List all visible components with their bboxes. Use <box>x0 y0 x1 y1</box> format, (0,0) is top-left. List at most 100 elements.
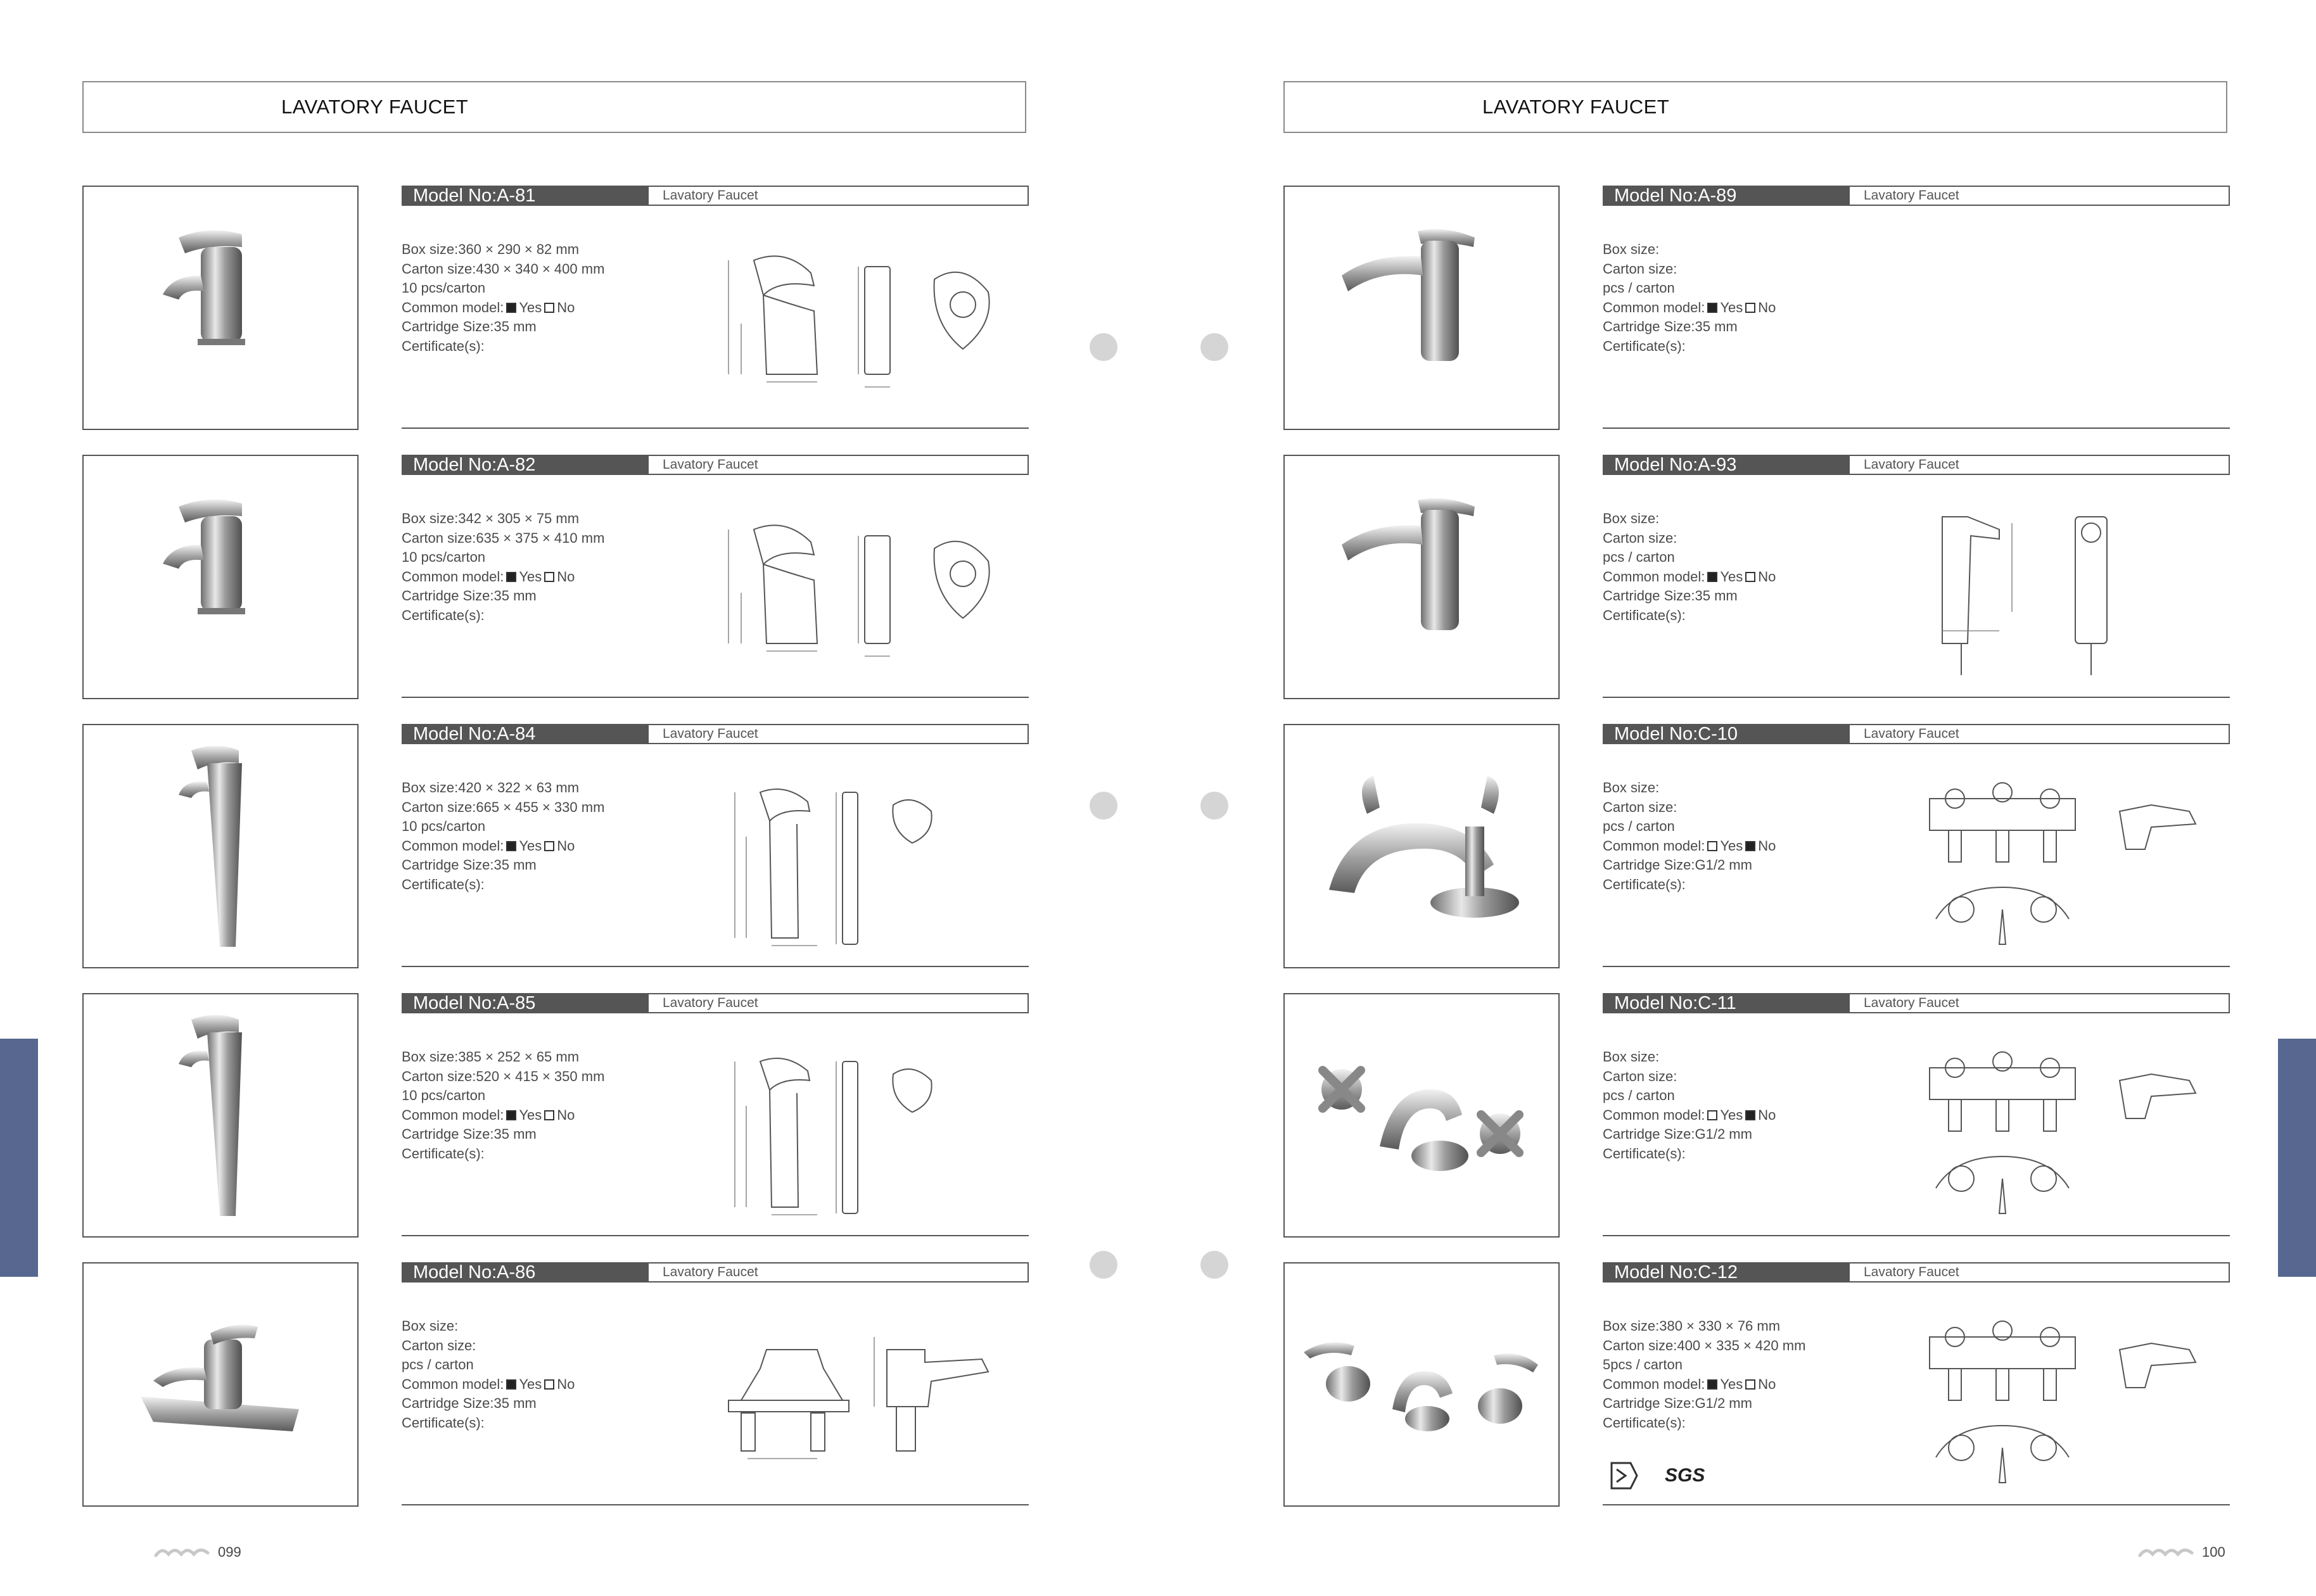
carton-size: Carton size:665 × 455 × 330 mm <box>402 799 605 815</box>
right-section-tab <box>2278 1039 2316 1277</box>
cartridge-size: Cartridge Size:G1/2 mm <box>1603 1395 1752 1411</box>
carton-size: Carton size: <box>1603 1068 1677 1084</box>
box-size: Box size:360 × 290 × 82 mm <box>402 241 580 257</box>
product-photo <box>82 724 359 968</box>
cartridge-size: Cartridge Size:35 mm <box>1603 588 1738 604</box>
product-photo <box>1283 455 1560 699</box>
left-page-title: LAVATORY FAUCET <box>281 96 469 118</box>
common-no-label: No <box>1758 568 1776 585</box>
common-model-label: Common model: <box>402 299 504 315</box>
model-number: Model No:C-11 <box>1604 994 1850 1013</box>
row-divider <box>402 1235 1029 1236</box>
carton-size: Carton size: <box>1603 260 1677 277</box>
checkbox-no-icon <box>1745 1379 1756 1390</box>
checkbox-yes-icon <box>1707 840 1718 851</box>
carton-size: Carton size:430 × 340 × 400 mm <box>402 260 605 277</box>
model-category: Lavatory Faucet <box>663 726 758 741</box>
row-divider <box>402 428 1029 429</box>
box-size: Box size:420 × 322 × 63 mm <box>402 780 580 795</box>
checkbox-no-icon <box>1745 840 1756 851</box>
pcs-per-carton: pcs / carton <box>1603 280 1675 296</box>
carton-size: Carton size:635 × 375 × 410 mm <box>402 529 605 546</box>
binding-hole <box>1090 333 1117 361</box>
pcs-per-carton: pcs / carton <box>1603 1087 1675 1103</box>
common-model-label: Common model: <box>1603 1106 1705 1123</box>
common-model-label: Common model: <box>1603 837 1705 854</box>
product-photo <box>82 993 359 1238</box>
common-model-label: Common model: <box>1603 1376 1705 1392</box>
binding-hole <box>1090 792 1117 820</box>
certificates: Certificate(s): <box>1603 876 1686 892</box>
product-photo <box>82 1262 359 1507</box>
checkbox-yes-icon <box>506 1379 517 1390</box>
row-divider <box>1603 1235 2230 1236</box>
checkbox-yes-icon <box>1707 1110 1718 1120</box>
product-specs: Box size:360 × 290 × 82 mm Carton size:43… <box>402 240 661 356</box>
certificates: Certificate(s): <box>402 607 485 623</box>
checkbox-no-icon <box>544 840 555 851</box>
common-yes-label: Yes <box>519 299 542 315</box>
right-page-title: LAVATORY FAUCET <box>1482 96 1670 118</box>
left-footer: 099 <box>153 1544 241 1561</box>
model-number: Model No:C-12 <box>1604 1264 1850 1282</box>
certificates: Certificate(s): <box>402 338 485 354</box>
sgs-certificate-logo: SGS <box>1665 1465 1705 1486</box>
technical-drawing <box>716 235 1014 422</box>
technical-drawing <box>1917 1312 2215 1498</box>
checkbox-yes-icon <box>506 302 517 313</box>
checkbox-yes-icon <box>506 840 517 851</box>
product-specs: Box size:342 × 305 × 75 mm Carton size:63… <box>402 509 661 625</box>
common-model-label: Common model: <box>402 1376 504 1392</box>
left-section-tab <box>0 1039 38 1277</box>
carton-size: Carton size: <box>402 1337 476 1353</box>
technical-drawing <box>1917 773 2215 960</box>
box-size: Box size: <box>1603 780 1660 795</box>
box-size: Box size: <box>1603 241 1660 257</box>
product-specs: Box size:420 × 322 × 63 mm Carton size:66… <box>402 778 661 894</box>
cupc-certificate-icon <box>1610 1462 1638 1490</box>
cartridge-size: Cartridge Size:35 mm <box>402 1126 537 1142</box>
common-yes-label: Yes <box>519 837 542 854</box>
box-size: Box size:385 × 252 × 65 mm <box>402 1049 580 1065</box>
product-photo <box>1283 1262 1560 1507</box>
right-page-header: LAVATORY FAUCET <box>1283 81 2227 133</box>
certificates: Certificate(s): <box>1603 338 1686 354</box>
common-yes-label: Yes <box>1720 1106 1743 1123</box>
technical-drawing <box>1917 1042 2215 1229</box>
product-specs: Box size:385 × 252 × 65 mm Carton size:52… <box>402 1048 661 1163</box>
common-model-label: Common model: <box>402 568 504 585</box>
technical-drawing <box>716 504 1014 691</box>
model-number: Model No:C-10 <box>1604 725 1850 744</box>
technical-drawing <box>716 773 1014 960</box>
certificates: Certificate(s): <box>402 1414 485 1431</box>
product-photo <box>82 186 359 430</box>
box-size: Box size:342 × 305 × 75 mm <box>402 510 580 526</box>
carton-size: Carton size:520 × 415 × 350 mm <box>402 1068 605 1084</box>
model-category: Lavatory Faucet <box>663 457 758 472</box>
checkbox-no-icon <box>1745 302 1756 313</box>
carton-size: Carton size:400 × 335 × 420 mm <box>1603 1337 1806 1353</box>
common-no-label: No <box>1758 837 1776 854</box>
model-number: Model No:A-81 <box>403 187 649 205</box>
cartridge-size: Cartridge Size:35 mm <box>402 857 537 873</box>
cartridge-size: Cartridge Size:G1/2 mm <box>1603 857 1752 873</box>
certificates: Certificate(s): <box>1603 1145 1686 1162</box>
row-divider <box>402 966 1029 967</box>
checkbox-no-icon <box>1745 571 1756 582</box>
checkbox-no-icon <box>544 1110 555 1120</box>
binding-hole <box>1200 792 1228 820</box>
checkbox-yes-icon <box>506 1110 517 1120</box>
checkbox-yes-icon <box>506 571 517 582</box>
model-category: Lavatory Faucet <box>1864 457 1959 472</box>
